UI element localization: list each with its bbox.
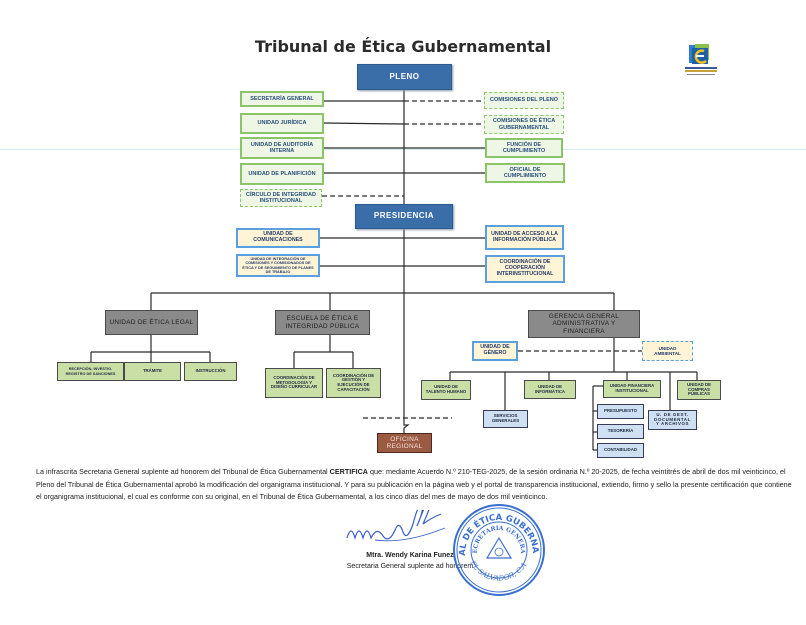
escuela-box: ESCUELA DE ÉTICA E INTEGRIDAD PÚBLICA <box>275 310 370 335</box>
signatory-name: Mtra. Wendy Karina Funez <box>366 552 454 559</box>
oficina-regional-box: OFICINA REGIONAL <box>377 433 432 453</box>
talento-humano-box: UNIDAD DE TALENTO HUMANO <box>421 380 471 400</box>
recepcion-box: RECEPCIÓN, INVESTIG. REGISTRO DE SANCION… <box>57 362 124 381</box>
comunicaciones-box: UNIDAD DE COMUNICACIONES <box>236 228 320 248</box>
pleno-box: PLENO <box>357 64 452 90</box>
comisiones-pleno-box: COMISIONES DEL PLENO <box>484 92 564 109</box>
signature-scribble <box>345 494 465 552</box>
gerencia-box: GERENCIA GENERAL ADMINISTRATIVA Y FINANC… <box>528 310 640 338</box>
presupuesto-box: PRESUPUESTO <box>597 404 644 419</box>
certification-part1: La infrascrita Secretaria General suplen… <box>36 467 330 476</box>
acceso-informacion-box: UNIDAD DE ACCESO A LA INFORMACIÓN PÚBLIC… <box>485 225 564 250</box>
informatica-box: UNIDAD DE INFORMÁTICA <box>524 380 576 399</box>
instruccion-box: INSTRUCCIÓN <box>184 362 237 381</box>
tramite-box: TRÁMITE <box>124 362 181 381</box>
gestion-documental-box: U. DE GEST. DOCUMENTAL Y ARCHIVOS <box>648 410 697 430</box>
auditoria-interna-box: UNIDAD DE AUDITORÍA INTERNA <box>240 137 324 159</box>
financiera-box: UNIDAD FINANCIERA INSTITUCIONAL <box>603 380 661 398</box>
oficial-cumplimiento-box: OFICIAL DE CUMPLIMIENTO <box>485 163 565 183</box>
circulo-integridad-box: CÍRCULO DE INTEGRIDAD INSTITUCIONAL <box>240 189 322 207</box>
teg-logo-icon <box>683 42 735 80</box>
certification-part2: que: mediante Acuerdo N.º 210-TEG-2025, … <box>36 467 792 501</box>
comisiones-etica-box: COMISIONES DE ÉTICA GUBERNAMENTAL <box>484 115 564 134</box>
signatory-role: Secretaria General suplente ad honorem <box>346 563 474 570</box>
etica-legal-box: UNIDAD DE ÉTICA LEGAL <box>105 310 198 335</box>
funcion-cumplimiento-box: FUNCIÓN DE CUMPLIMIENTO <box>485 138 563 158</box>
unidad-juridica-box: UNIDAD JURÍDICA <box>240 113 324 134</box>
contabilidad-box: CONTABILIDAD <box>597 443 644 458</box>
page-title: Tribunal de Ética Gubernamental <box>254 37 552 56</box>
unidad-genero-box: UNIDAD DE GÉNERO <box>472 341 518 361</box>
tesoreria-box: TESORERÍA <box>597 424 644 439</box>
servicios-generales-box: SERVICIOS GENERALES <box>483 410 528 428</box>
planificacion-box: UNIDAD DE PLANIFICIÓN <box>240 163 324 185</box>
cooperacion-interinstitucional-box: COORDINACIÓN DE COOPERACIÓN INTERINSTITU… <box>485 255 565 283</box>
unidad-ambiental-box: UNIDAD AMBIENTAL <box>642 341 693 361</box>
presidencia-box: PRESIDENCIA <box>355 204 453 229</box>
integracion-comisiones-box: UNIDAD DE INTEGRACIÓN DE COMISIONES Y CO… <box>236 254 320 277</box>
secretaria-general-box: SECRETARÍA GENERAL <box>240 91 324 107</box>
scan-artifact-line <box>0 149 806 150</box>
certification-text: La infrascrita Secretaria General suplen… <box>36 466 798 504</box>
compras-publicas-box: UNIDAD DE COMPRAS PÚBLICAS <box>677 380 721 400</box>
certification-keyword: CERTIFICA <box>329 467 368 476</box>
official-seal-icon: TRIBUNAL DE ÉTICA GUBERNAMENTAL SECRETAR… <box>447 495 547 598</box>
metodologia-box: COORDINACIÓN DE METODOLOGÍA Y DISEÑO CUR… <box>265 368 323 398</box>
capacitacion-box: COORDINACIÓN DE GESTIÓN Y EJECUCIÓN DE C… <box>326 368 381 398</box>
